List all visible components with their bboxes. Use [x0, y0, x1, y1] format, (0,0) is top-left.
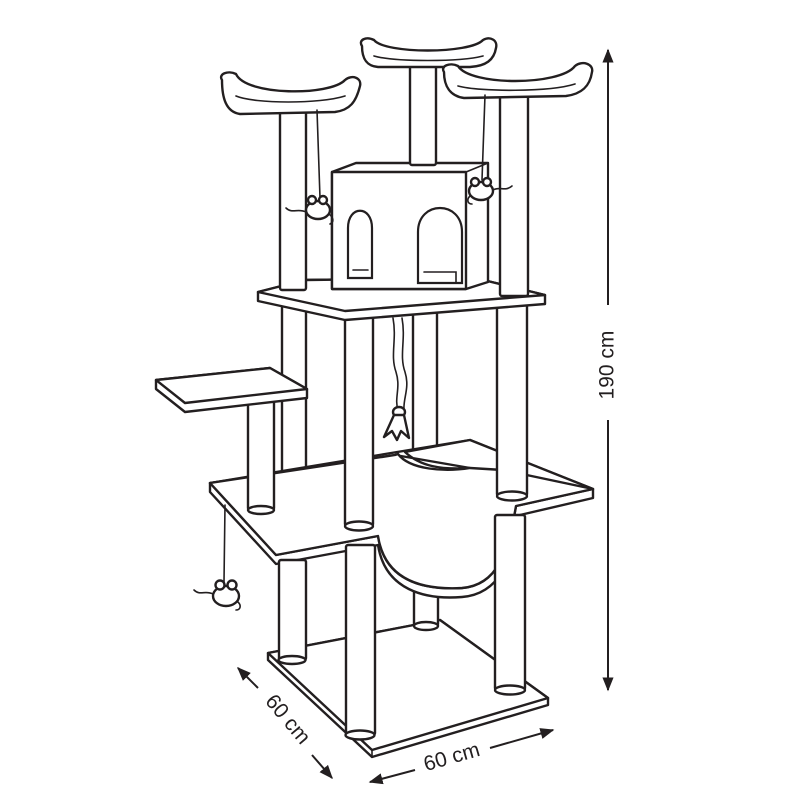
mouse-toy-right	[467, 94, 513, 205]
mouse-toy-left	[285, 109, 334, 225]
middle-posts	[343, 298, 529, 532]
top-posts	[278, 58, 530, 298]
mouse-toy-bottom	[193, 504, 241, 611]
width-arrow-left	[368, 769, 416, 785]
width-label: 60 cm	[421, 738, 482, 776]
lower-front-posts	[277, 513, 527, 741]
rope-toy	[382, 317, 411, 442]
top-bed-right	[441, 61, 594, 100]
height-label: 190 cm	[596, 331, 619, 400]
cat-house	[330, 161, 490, 291]
height-dimension: 190 cm	[596, 48, 619, 692]
side-perch	[154, 366, 309, 516]
top-bed-left	[219, 71, 362, 116]
base-platform	[266, 618, 550, 759]
top-bed-center	[359, 37, 498, 69]
depth-arrow-top	[237, 667, 259, 689]
depth-arrow-bottom	[311, 754, 333, 780]
depth-label: 60 cm	[261, 690, 315, 749]
width-arrow-right	[489, 728, 555, 749]
